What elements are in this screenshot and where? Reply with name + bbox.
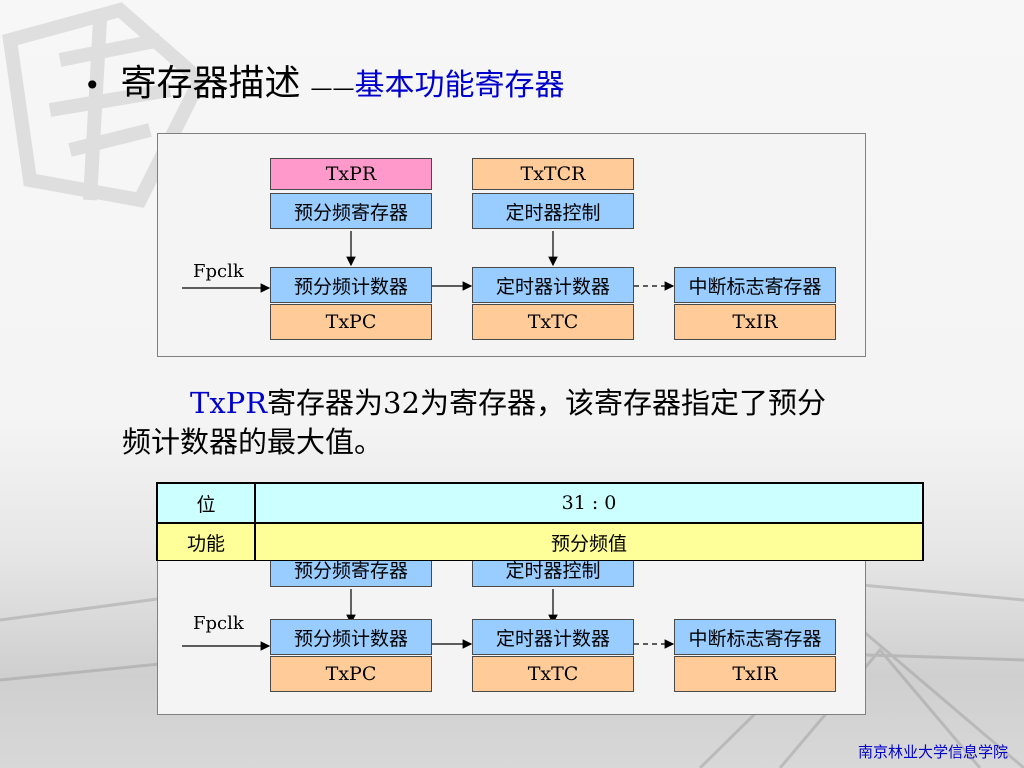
timer-block-diagram: Fpclk TxPR 预分频寄存器 TxTCR 定时器控制 预分频计数器 TxP… xyxy=(157,133,866,357)
fpclk-label: Fpclk xyxy=(193,261,244,282)
interrupt-flag-register-box: 中断标志寄存器 xyxy=(674,267,836,303)
bit-range-cell: 31 : 0 xyxy=(256,484,922,522)
slide-heading: • 寄存器描述 —— 基本功能寄存器 xyxy=(84,54,565,104)
function-value-cell: 预分频值 xyxy=(256,524,922,560)
txpc-box: TxPC xyxy=(270,304,432,340)
paragraph-line-2: 频计数器的最大值。 xyxy=(122,425,384,459)
txpc-box: TxPC xyxy=(270,656,432,692)
diagram-arrows xyxy=(182,589,675,651)
txtc-box: TxTC xyxy=(472,304,634,340)
txir-box: TxIR xyxy=(674,656,836,692)
prescale-counter-box: 预分频计数器 xyxy=(270,267,432,303)
interrupt-flag-register-box: 中断标志寄存器 xyxy=(674,619,836,655)
txtcr-box: TxTCR xyxy=(472,158,634,190)
table-row: 位 31 : 0 xyxy=(158,484,922,522)
bullet-icon: • xyxy=(84,69,101,102)
timer-counter-box: 定时器计数器 xyxy=(472,619,634,655)
description-paragraph: TxPR寄存器为32为寄存器，该寄存器指定了预分 频计数器的最大值。 xyxy=(122,384,922,462)
heading-dash: —— xyxy=(310,76,355,101)
table-row: 功能 预分频值 xyxy=(158,522,922,560)
heading-title: 寄存器描述 xyxy=(120,63,301,104)
diagram-arrows xyxy=(182,231,675,293)
prescale-counter-box: 预分频计数器 xyxy=(270,619,432,655)
paragraph-line-1: TxPR寄存器为32为寄存器，该寄存器指定了预分 xyxy=(122,384,922,423)
txpr-box: TxPR xyxy=(270,158,432,190)
function-header-cell: 功能 xyxy=(158,524,256,560)
register-name-highlight: TxPR xyxy=(190,386,268,420)
txtc-box: TxTC xyxy=(472,656,634,692)
timer-counter-box: 定时器计数器 xyxy=(472,267,634,303)
footer-institution: 南京林业大学信息学院 xyxy=(857,743,1008,761)
paragraph-text-1: 寄存器为32为寄存器，该寄存器指定了预分 xyxy=(267,386,826,420)
heading-subtitle: 基本功能寄存器 xyxy=(354,68,565,103)
bit-field-table: 位 31 : 0 功能 预分频值 xyxy=(156,482,924,561)
prescale-register-box: 预分频寄存器 xyxy=(270,193,432,229)
fpclk-label: Fpclk xyxy=(193,613,244,634)
timer-control-box: 定时器控制 xyxy=(472,193,634,229)
bit-header-cell: 位 xyxy=(158,484,256,522)
txir-box: TxIR xyxy=(674,304,836,340)
